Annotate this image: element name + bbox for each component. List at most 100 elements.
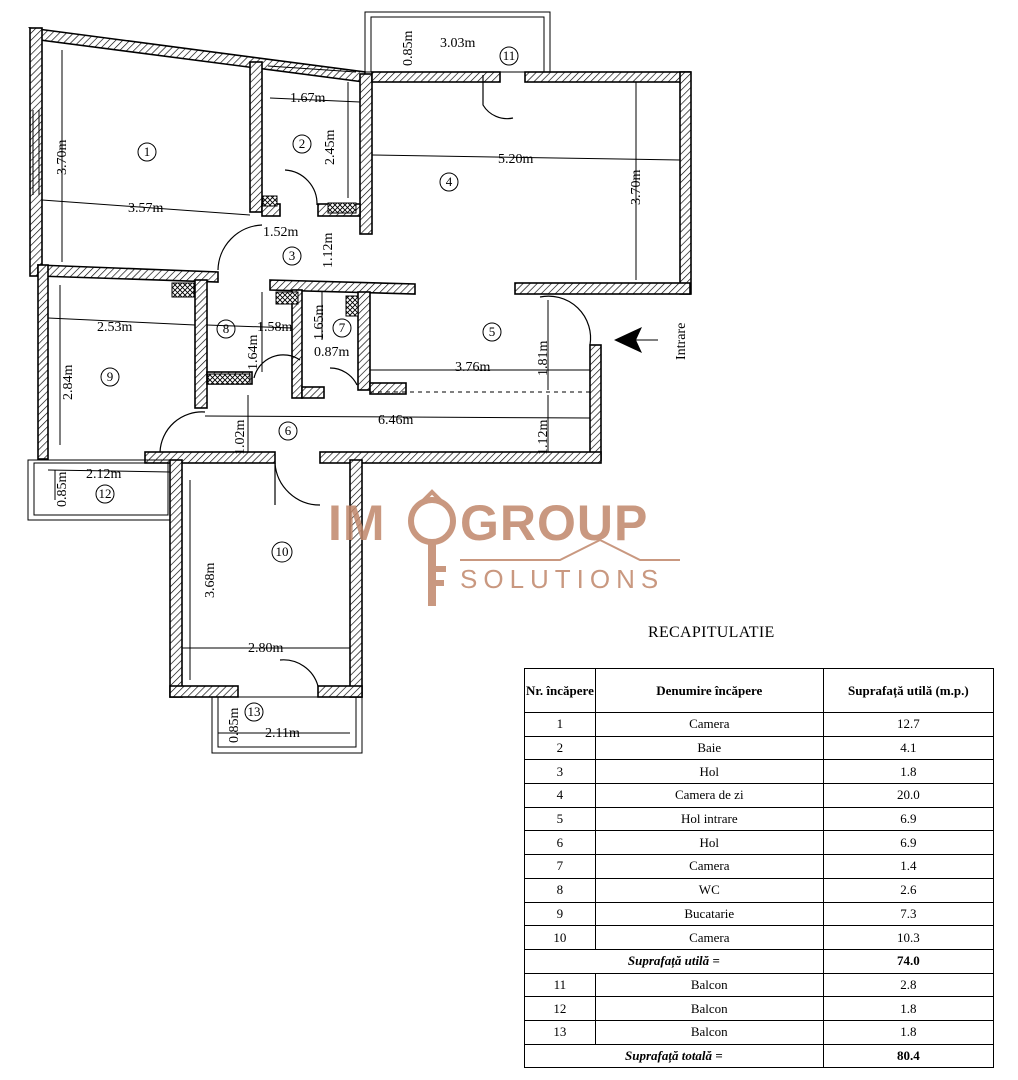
dim-balcony13-depth: 0.85m [227,708,242,744]
dim-room8-width: 1.58m [257,320,293,335]
table-cell: 4 [524,783,596,808]
useful-total-label: Suprafață utilă = [524,948,824,974]
svg-text:IM: IM [328,495,386,551]
recap-table: Nr. încăpere Denumire încăpere Suprafață… [524,668,995,1069]
table-cell: 2.6 [822,877,995,903]
table-cell: 4.1 [822,735,995,761]
entrance-arrow-icon [614,327,642,353]
dimension-labels: 3.70m 3.57m 1.67m 2.45m 1.52m 1.12m 0.85… [55,31,644,744]
svg-text:7: 7 [339,320,346,335]
grand-total-value: 80.4 [822,1043,995,1069]
svg-text:SOLUTIONS: SOLUTIONS [460,564,664,594]
header-area: Suprafață utilă (m.p.) [822,668,995,713]
dim-room9-width: 2.53m [97,320,133,335]
doors [159,75,592,687]
svg-text:10: 10 [276,544,289,559]
table-cell: 1.4 [822,854,995,879]
table-cell: 2.8 [822,972,995,998]
dim-room4-height: 3.70m [629,170,644,206]
room-marker-10: 10 [271,541,293,563]
table-cell: Hol [594,830,824,856]
room-marker-9: 9 [100,367,120,387]
svg-text:11: 11 [503,48,516,63]
table-cell: 10.3 [822,925,995,950]
room-marker-13: 13 [244,702,264,722]
svg-text:12: 12 [99,486,112,501]
dim-room5-width: 3.76m [455,360,491,375]
table-cell: 6.9 [822,830,995,856]
table-cell: Camera de zi [594,783,824,808]
svg-text:2: 2 [299,136,306,151]
room-marker-8: 8 [216,319,236,339]
room-markers: 1 2 3 4 5 6 7 8 9 10 11 12 13 [95,46,519,722]
dim-room2-height: 2.45m [323,130,338,166]
table-cell: Balcon [594,996,824,1021]
dim-balcony11-width: 3.03m [440,36,476,51]
dim-room3-height: 1.12m [321,233,336,269]
dim-room3-width: 1.52m [263,225,299,240]
table-cell: 6 [524,830,596,856]
walls [28,26,692,698]
table-cell: 1 [524,712,596,737]
dim-room1-width: 3.57m [128,201,164,216]
dim-room7-width: 0.87m [314,345,350,360]
table-cell: Camera [594,854,824,879]
dim-balcony11-depth: 0.85m [401,31,416,67]
dim-room4-width: 5.20m [498,152,534,167]
dim-room10-height: 3.68m [203,563,218,599]
table-cell: Balcon [594,1019,824,1045]
room-marker-11: 11 [499,46,519,66]
grand-total-row: Suprafață totală = 80.4 [524,1043,995,1069]
table-cell: Camera [594,712,824,737]
dim-balcony12-width: 2.12m [86,467,122,482]
svg-text:13: 13 [248,704,261,719]
room-marker-3: 3 [282,246,302,266]
table-cell: 20.0 [822,783,995,808]
entrance-marker: Intrare [614,323,689,360]
watermark-logo: IM GROUP SOLUTIONS [328,489,680,606]
table-cell: 13 [524,1019,596,1045]
room-marker-7: 7 [332,318,352,338]
useful-total-row: Suprafață utilă = 74.0 [524,948,995,974]
dim-balcony12-depth: 0.85m [55,472,70,508]
useful-total-value: 74.0 [822,948,995,974]
table-cell: Hol intrare [594,806,824,832]
key-icon [408,489,456,606]
table-cell: 5 [524,806,596,832]
windows [32,65,637,500]
table-cell: 11 [524,972,596,998]
dim-room2-width: 1.67m [290,91,326,106]
table-cell: 3 [524,759,596,785]
table-cell: 7.3 [822,901,995,927]
room-marker-1: 1 [137,142,157,162]
room-marker-4: 4 [439,172,459,192]
dimension-lines [41,50,681,734]
room-marker-2: 2 [292,134,312,154]
svg-text:1: 1 [144,144,151,159]
svg-text:5: 5 [489,324,496,339]
dim-room8-height: 1.64m [246,335,261,371]
dim-room10-width: 2.80m [248,641,284,656]
header-name: Denumire încăpere [594,668,824,713]
recap-header-row: Nr. încăpere Denumire încăpere Suprafață… [524,668,995,713]
dim-room5-height: 1.81m [536,341,551,377]
table-cell: 12 [524,996,596,1021]
svg-text:3: 3 [289,248,296,263]
dim-room6-height-left: 1.02m [233,420,248,456]
table-cell: Camera [594,925,824,950]
dim-room7-height: 1.65m [312,305,327,341]
recap-title: RECAPITULATIE [648,624,775,641]
svg-text:8: 8 [223,321,230,336]
table-cell: 7 [524,854,596,879]
table-cell: Balcon [594,972,824,998]
